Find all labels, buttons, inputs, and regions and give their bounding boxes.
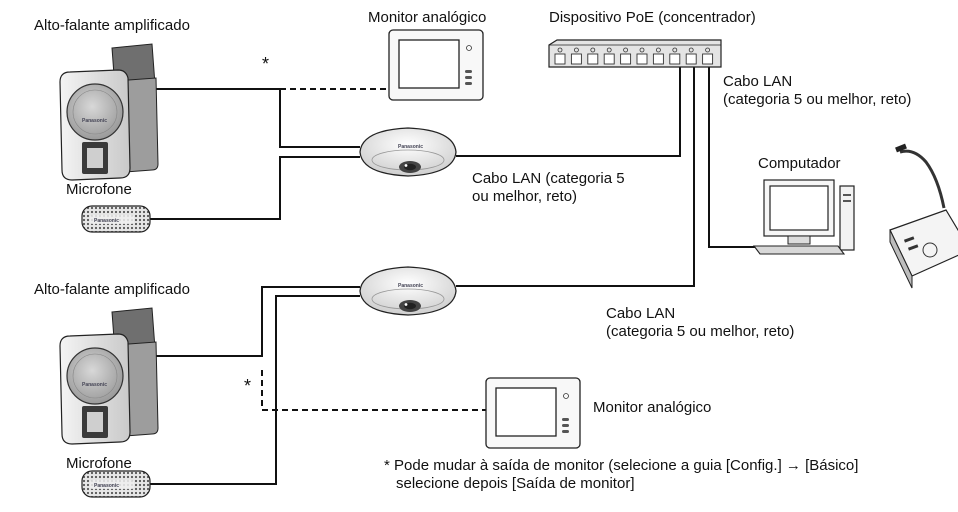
lan-cable-camera-bottom xyxy=(456,60,695,287)
label-lan-top-right-2: (categoria 5 ou melhor, reto) xyxy=(723,91,911,108)
label-microphone-bottom: Microfone xyxy=(66,455,132,472)
amplified-speaker-bottom-icon: Panasonic xyxy=(59,307,159,445)
label-lan-top-right-1: Cabo LAN xyxy=(723,73,792,90)
wire-microphone-bottom xyxy=(148,295,360,485)
speaker-bottom-brand: Panasonic xyxy=(82,382,107,388)
lan-cable-camera-top xyxy=(456,60,681,157)
analog-monitor-top-icon xyxy=(388,29,484,101)
wire-speaker-top xyxy=(152,88,360,148)
wire-microphone-top xyxy=(148,156,360,220)
hub-port xyxy=(702,53,714,65)
label-speaker-bottom: Alto-falante amplificado xyxy=(34,281,190,298)
hub-port-led xyxy=(606,47,612,53)
hub-port-led xyxy=(672,47,678,53)
hub-port-led xyxy=(639,47,645,53)
footnote-line-1: * Pode mudar à saída de monitor (selecio… xyxy=(384,457,858,474)
hub-port-led xyxy=(573,47,579,53)
microphone-bottom-icon: Panasonic xyxy=(81,470,151,498)
hub-port-led xyxy=(590,47,596,53)
camera-bottom-brand: Panasonic xyxy=(398,283,423,289)
amplified-speaker-top-icon: Panasonic xyxy=(59,43,159,181)
hub-port xyxy=(587,53,599,65)
camera-top-brand: Panasonic xyxy=(398,144,423,150)
microphone-top-brand: Panasonic xyxy=(94,218,119,224)
label-speaker-top: Alto-falante amplificado xyxy=(34,17,190,34)
speaker-top-brand: Panasonic xyxy=(82,118,107,124)
hub-port xyxy=(636,53,648,65)
label-poe-hub: Dispositivo PoE (concentrador) xyxy=(549,9,756,26)
hub-port-led xyxy=(656,47,661,53)
hub-port xyxy=(620,53,632,65)
label-lan-bottom-1: Cabo LAN xyxy=(606,305,675,322)
desk-microphone-console-icon xyxy=(889,143,958,289)
label-lan-bottom-2: (categoria 5 ou melhor, reto) xyxy=(606,323,794,340)
microphone-bottom-brand: Panasonic xyxy=(94,483,119,489)
hub-port-led xyxy=(705,47,711,53)
hub-port xyxy=(652,53,664,65)
dome-camera-top-icon: Panasonic xyxy=(359,127,457,177)
label-monitor-top: Monitor analógico xyxy=(368,9,486,26)
poe-hub-icon xyxy=(548,39,722,68)
footnote-line-2: selecione depois [Saída de monitor] xyxy=(396,475,634,492)
microphone-top-icon: Panasonic xyxy=(81,205,151,233)
wire-monitor-bottom-dashed xyxy=(261,370,486,411)
dome-camera-bottom-icon: Panasonic xyxy=(359,266,457,316)
label-microphone-top: Microfone xyxy=(66,181,132,198)
label-lan-mid-2: ou melhor, reto) xyxy=(472,188,577,205)
hub-port xyxy=(570,53,582,65)
computer-icon xyxy=(752,179,855,255)
hub-port xyxy=(685,53,697,65)
hub-port xyxy=(603,53,615,65)
analog-monitor-bottom-icon xyxy=(485,377,581,449)
hub-port xyxy=(669,53,681,65)
asterisk-top: * xyxy=(262,54,269,74)
asterisk-bottom: * xyxy=(244,376,251,396)
hub-port-led xyxy=(557,47,563,53)
lan-cable-computer xyxy=(708,60,770,248)
hub-port-led xyxy=(688,47,694,53)
wire-speaker-bottom xyxy=(152,286,360,357)
label-computer: Computador xyxy=(758,155,841,172)
hub-port xyxy=(554,53,566,65)
label-lan-mid-1: Cabo LAN (categoria 5 xyxy=(472,170,625,187)
hub-port-led xyxy=(623,47,628,53)
label-monitor-bottom: Monitor analógico xyxy=(593,399,711,416)
